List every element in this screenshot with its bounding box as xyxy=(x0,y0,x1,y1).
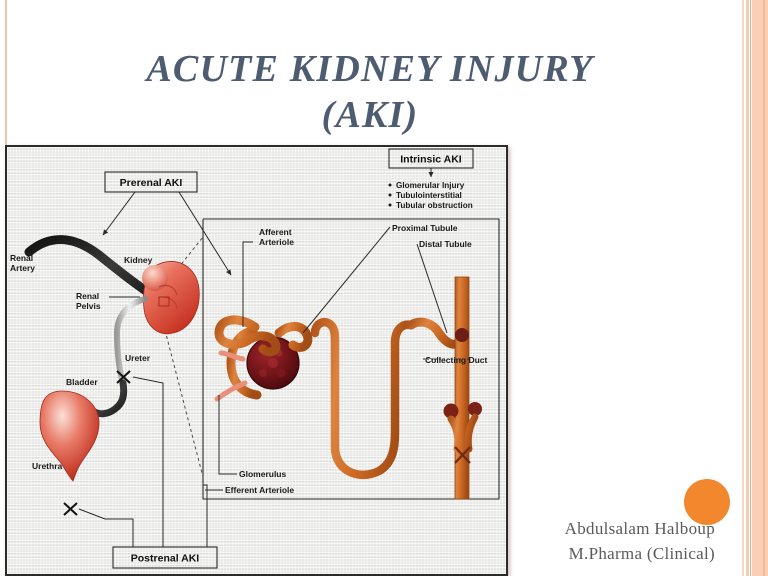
renal-pelvis-label-line1: Renal xyxy=(76,291,99,301)
afferent-arteriole-label-line1: Afferent xyxy=(259,227,292,237)
distal-tubule-leader xyxy=(416,243,448,334)
urethra-obstruction-marker xyxy=(63,502,78,516)
lower-ureter-shape xyxy=(89,379,128,418)
intrinsic-bullet-3: Tubular obstruction xyxy=(396,201,473,210)
urethra-label: Urethra xyxy=(32,461,63,471)
collecting-duct-shape xyxy=(454,276,470,500)
loop-of-henle xyxy=(310,318,416,480)
intrinsic-aki-box: Intrinsic AKI xyxy=(388,148,474,178)
right-accent-bar-2 xyxy=(746,0,749,576)
renal-pelvis-label-line2: Pelvis xyxy=(76,301,101,311)
intrinsic-aki-label: Intrinsic AKI xyxy=(400,154,462,166)
accent-circle-icon xyxy=(684,479,730,525)
aki-diagram-image: Prerenal AKI Intrinsic AKI Glomerular In… xyxy=(5,145,508,576)
postrenal-leader-urethra xyxy=(78,508,134,547)
distal-tubule-label: Distal Tubule xyxy=(419,239,472,249)
prerenal-leader-artery xyxy=(102,191,136,236)
postrenal-leader-tubule xyxy=(203,484,208,547)
glomerulus-leader xyxy=(218,395,237,475)
renal-artery-label-line1: Renal xyxy=(10,253,33,263)
postrenal-aki-label: Postrenal AKI xyxy=(131,553,200,565)
bullet-dot-icon xyxy=(388,193,392,197)
glomerulus-label: Glomerulus xyxy=(239,469,287,479)
collecting-duct-label: Collecting Duct xyxy=(425,355,488,365)
postrenal-aki-box: Postrenal AKI xyxy=(112,546,218,569)
prerenal-aki-box: Prerenal AKI xyxy=(104,171,198,193)
ureter-obstruction-marker xyxy=(116,370,131,384)
prerenal-leader-arteriole xyxy=(178,191,232,276)
kidney-shape xyxy=(142,261,200,335)
renal-artery-shape xyxy=(24,235,160,302)
intrinsic-bullet-2: Tubulointerstitial xyxy=(396,191,462,200)
author-block: Abdulsalam Halboup M.Pharma (Clinical) xyxy=(470,516,715,566)
magnify-line-bottom xyxy=(158,306,204,478)
right-accent-bar-4 xyxy=(752,0,768,576)
proximal-tubule-leader xyxy=(302,226,391,334)
bullet-dot-icon xyxy=(388,183,392,187)
efferent-arteriole-label: Efferent Arteriole xyxy=(225,485,294,495)
proximal-tubule-label: Proximal Tubule xyxy=(392,223,458,233)
afferent-arteriole-label-line2: Arteriole xyxy=(259,237,294,247)
bullet-dot-icon xyxy=(388,203,392,207)
nephron-inset-border xyxy=(202,218,500,500)
author-credential: M.Pharma (Clinical) xyxy=(568,544,715,563)
intrinsic-bullet-1: Glomerular Injury xyxy=(396,181,465,190)
prerenal-aki-label: Prerenal AKI xyxy=(120,177,183,189)
intrinsic-bullet-list: Glomerular Injury Tubulointerstitial Tub… xyxy=(388,181,473,210)
proximal-convoluted-tubule xyxy=(214,315,281,357)
author-name: Abdulsalam Halboup xyxy=(564,519,715,538)
nephron-shape xyxy=(214,276,482,500)
kidney-label: Kidney xyxy=(124,255,153,265)
bladder-label: Bladder xyxy=(66,377,98,387)
proximal-convoluted-tubule-2 xyxy=(274,322,313,352)
ureter-label: Ureter xyxy=(125,353,151,363)
right-accent-bar-3 xyxy=(750,0,751,576)
right-accent-bar-5 xyxy=(763,0,765,576)
bowmans-capsule xyxy=(226,326,262,400)
renal-artery-label-line2: Artery xyxy=(10,263,35,273)
slide-title-line-1: ACUTE KIDNEY INJURY xyxy=(146,48,594,90)
slide-title-line-2: (AKI) xyxy=(321,94,419,136)
ureter-shape xyxy=(113,296,148,386)
afferent-arteriole-shape xyxy=(218,350,246,362)
afferent-arteriole-leader xyxy=(242,241,253,327)
postrenal-leader-ureter xyxy=(132,376,164,547)
right-accent-bar-1 xyxy=(742,0,744,576)
slide-title: ACUTE KIDNEY INJURY (AKI) xyxy=(60,46,680,138)
